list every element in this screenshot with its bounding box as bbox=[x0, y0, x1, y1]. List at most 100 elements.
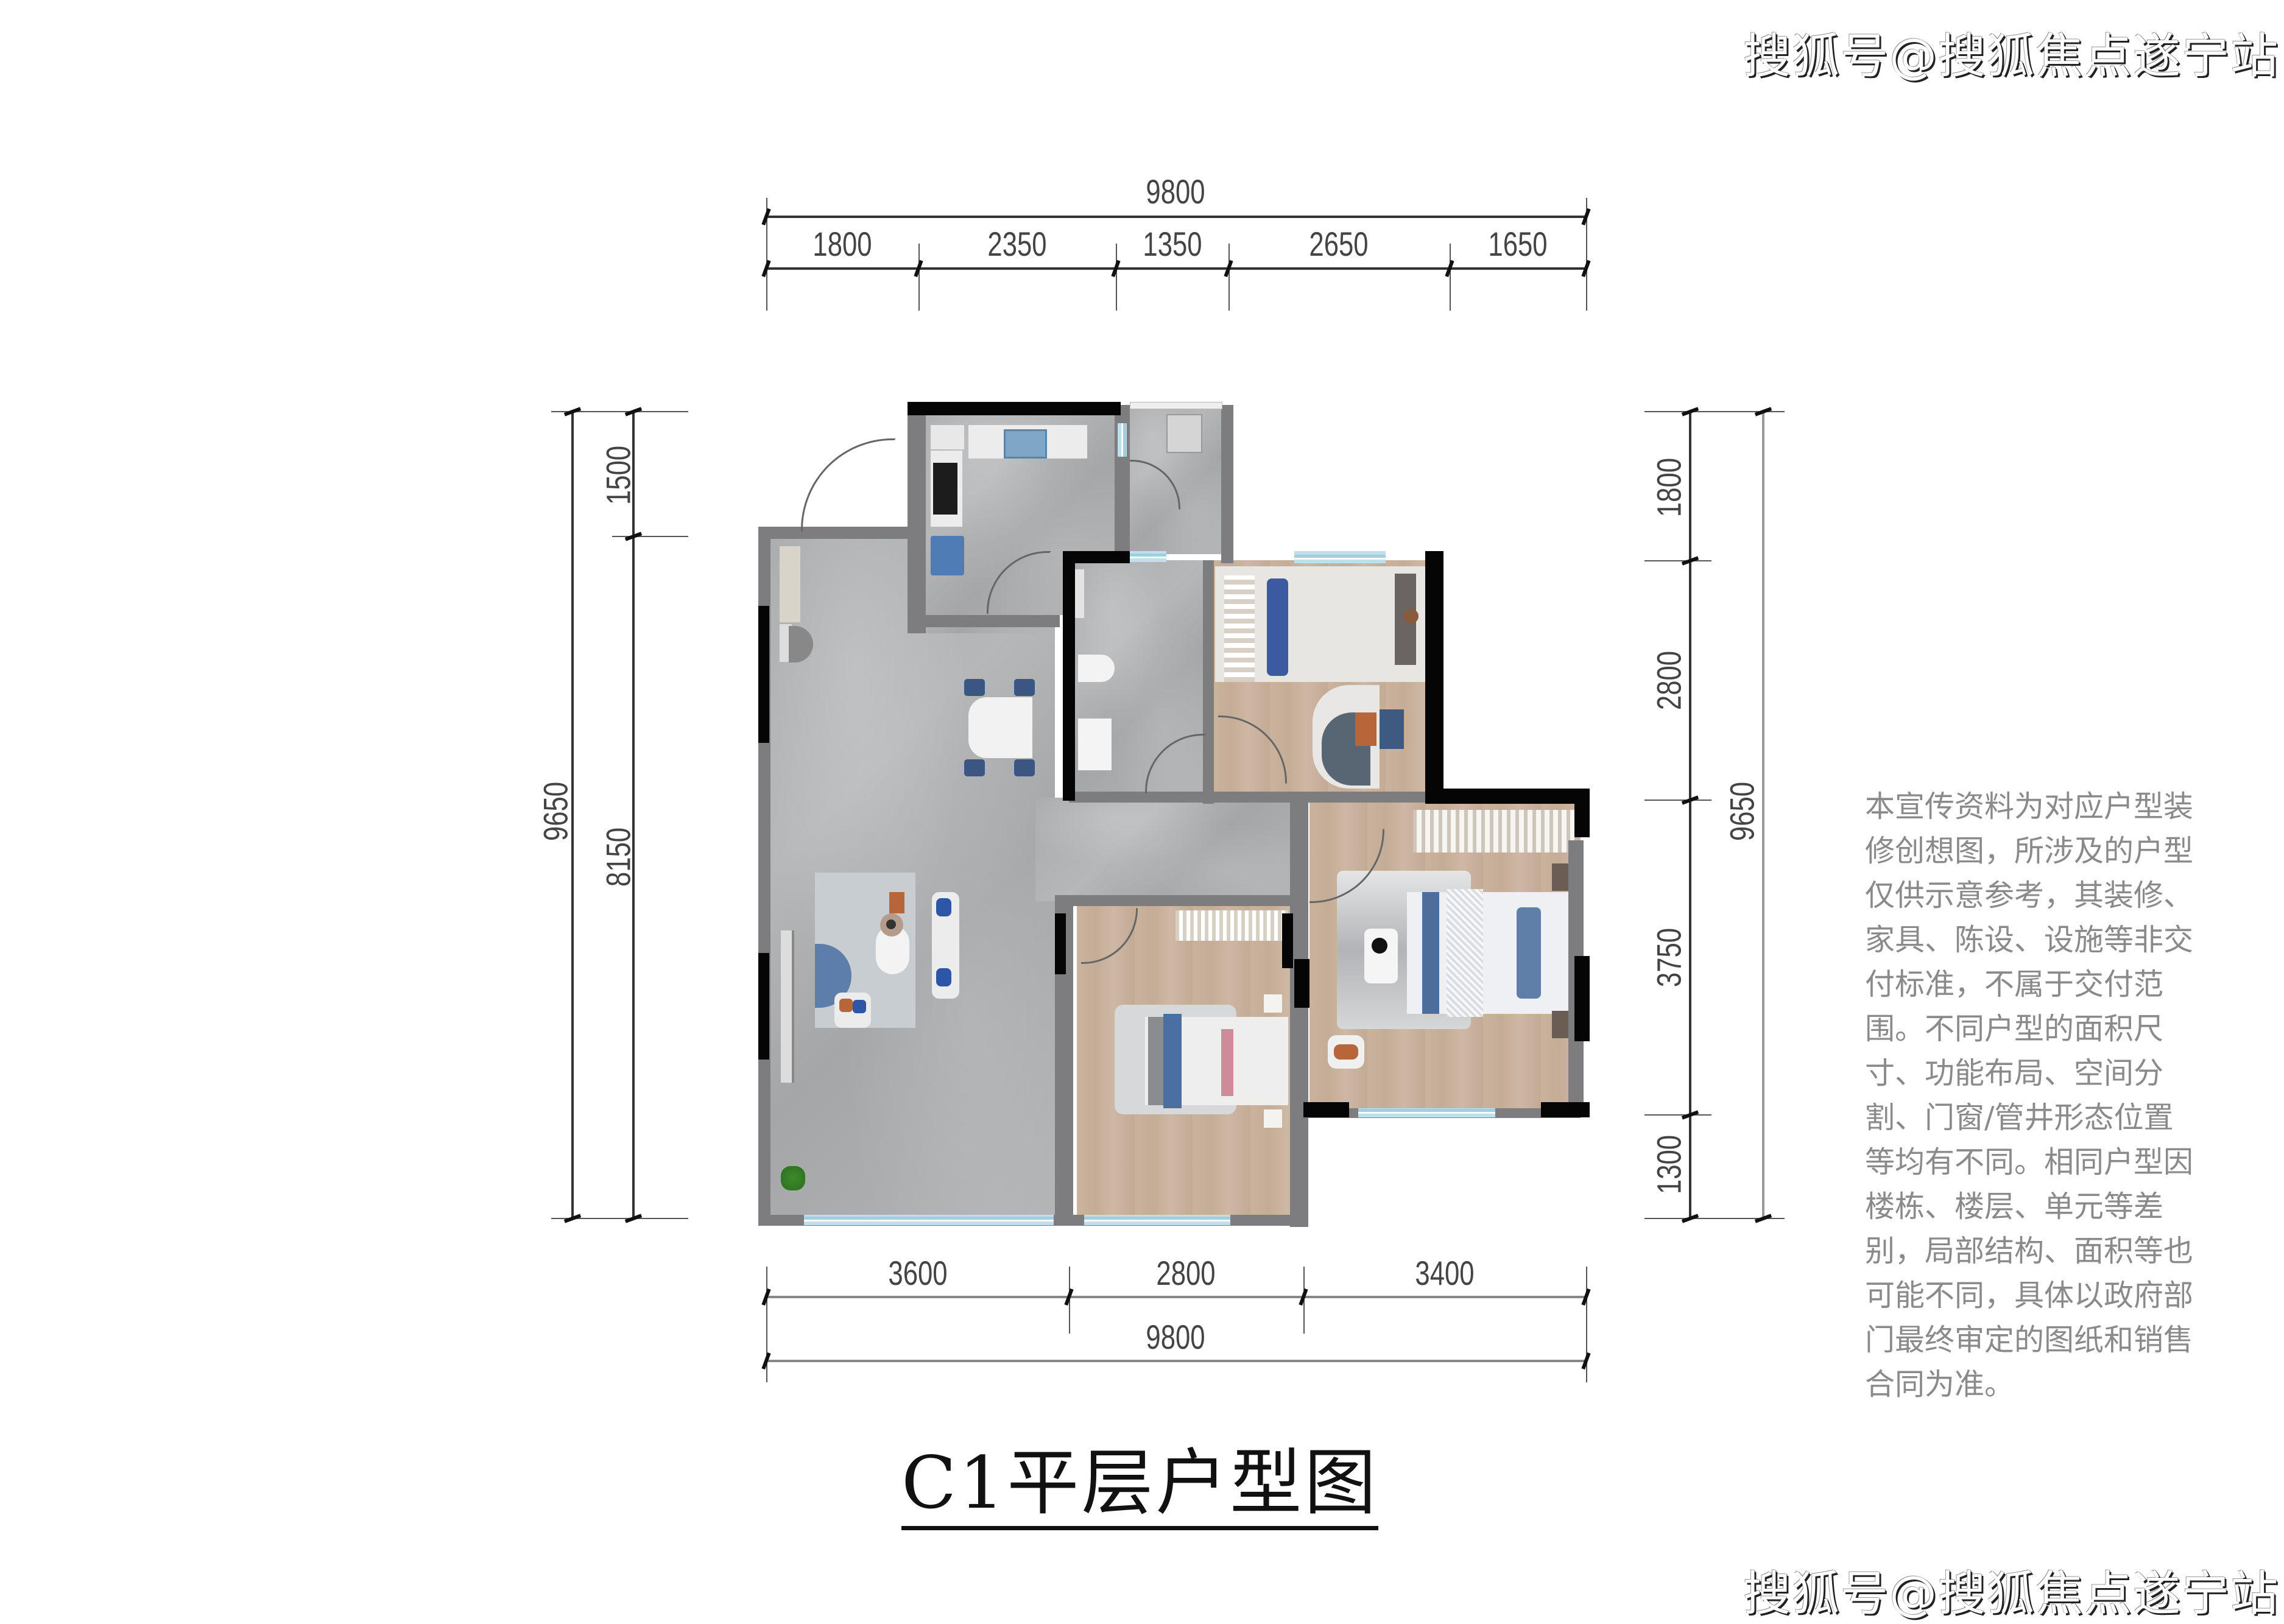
disclaimer-line: 割、门窗/管井形态位置 bbox=[1865, 1100, 2174, 1135]
dining-chair-4 bbox=[1014, 759, 1035, 776]
dining-chair-1 bbox=[964, 679, 985, 696]
dim-bottom-total: 9800 bbox=[1146, 1318, 1205, 1356]
disclaimer-line: 楼栋、楼层、单元等差 bbox=[1865, 1189, 2164, 1224]
wall-secondary-top bbox=[1072, 895, 1297, 906]
disclaimer-line: 围。不同户型的面积尺 bbox=[1865, 1011, 2164, 1046]
dim-right-total: 9650 bbox=[1722, 781, 1761, 842]
master-ottoman bbox=[1364, 929, 1398, 983]
disclaimer-line: 门最终审定的图纸和销售 bbox=[1865, 1323, 2194, 1357]
dim-right-seg-1: 1800 bbox=[1649, 457, 1688, 518]
wall-structural-master-right-lower bbox=[1574, 956, 1590, 1041]
wall-structural-secondary-right bbox=[1282, 913, 1293, 968]
master-tray bbox=[1372, 938, 1387, 954]
dim-left-seg-1: 1500 bbox=[599, 445, 638, 505]
wall-structural-left-lower bbox=[758, 953, 769, 1060]
plant bbox=[781, 1166, 805, 1190]
disclaimer-line: 家具、陈设、设施等非交 bbox=[1865, 923, 2194, 957]
dim-right-seg-4: 1300 bbox=[1649, 1134, 1688, 1195]
dim-bottom-seg-3: 3400 bbox=[1415, 1254, 1475, 1292]
window-kitchen-balcony bbox=[1118, 423, 1127, 457]
window-study-bedroom bbox=[1294, 551, 1386, 563]
dim-top-seg-4: 2650 bbox=[1309, 225, 1369, 263]
secondary-wardrobe bbox=[1175, 910, 1288, 941]
dim-bottom-seg-2: 2800 bbox=[1156, 1254, 1216, 1292]
wall-structural-bath-left bbox=[1063, 551, 1075, 801]
dim-left-seg-2: 8150 bbox=[599, 827, 638, 887]
wall-bath-bottom bbox=[1069, 792, 1443, 803]
secondary-bed-pillow bbox=[1221, 1029, 1233, 1096]
wall-entry-top bbox=[758, 527, 911, 539]
disclaimer-line: 别，局部结构、面积等也 bbox=[1865, 1234, 2194, 1268]
side-table-object bbox=[886, 919, 896, 929]
master-bed-runner bbox=[1422, 892, 1439, 1014]
wall-structural-master-bottom-left bbox=[1303, 1102, 1349, 1117]
dining-chair-2 bbox=[1014, 679, 1035, 696]
sofa-cushion-1 bbox=[936, 898, 951, 916]
kitchen-cooktop bbox=[933, 463, 957, 515]
master-bed-blanket bbox=[1447, 889, 1483, 1017]
dim-bottom-seg-1: 3600 bbox=[888, 1254, 948, 1292]
corridor-floor bbox=[1035, 798, 1303, 901]
dim-right-seg-2: 2800 bbox=[1649, 650, 1688, 711]
secondary-nightstand-2 bbox=[1264, 1109, 1282, 1128]
window-master-bedroom bbox=[1358, 1108, 1495, 1117]
study-desk-mat bbox=[1380, 709, 1404, 749]
wall-structural-left-upper bbox=[758, 606, 769, 743]
disclaimer-line: 仅供示意参考，其装修、 bbox=[1865, 878, 2194, 913]
study-wardrobe bbox=[1224, 575, 1255, 682]
master-wardrobe bbox=[1413, 810, 1574, 852]
wall-secondary-master bbox=[1290, 801, 1308, 1227]
wall-structural-master-bottom-right bbox=[1541, 1102, 1590, 1117]
dim-top-seg-5: 1650 bbox=[1488, 225, 1548, 263]
master-bed-pillows bbox=[1517, 907, 1541, 999]
disclaimer-line: 寸、功能布局、空间分 bbox=[1865, 1056, 2164, 1091]
disclaimer-line: 可能不同，具体以政府部 bbox=[1865, 1278, 2194, 1313]
wall-structural-master-left bbox=[1294, 959, 1309, 1008]
wall-kitchen-bottom bbox=[908, 615, 1060, 627]
study-bed-pillows bbox=[1267, 578, 1288, 676]
secondary-nightstand bbox=[1264, 994, 1282, 1013]
secondary-bed-blanket bbox=[1163, 1014, 1182, 1108]
dim-right-seg-3: 3750 bbox=[1649, 927, 1688, 988]
floor-plan-title: C1平层户型图 bbox=[901, 1443, 1379, 1530]
dim-left-total: 9650 bbox=[536, 781, 575, 842]
disclaimer-line: 等均有不同。相同户型因 bbox=[1865, 1145, 2194, 1179]
washing-machine bbox=[1166, 414, 1202, 453]
shoe-cabinet bbox=[780, 546, 800, 622]
wall-structural-bedroom-mid bbox=[1055, 913, 1066, 974]
wall-kitchen-left bbox=[908, 405, 926, 633]
master-lounge-cushion bbox=[1334, 1044, 1358, 1060]
armchair-cushion-2 bbox=[853, 1000, 866, 1013]
kitchen-cabinet bbox=[931, 425, 964, 449]
wall-structural-study-right bbox=[1425, 551, 1443, 801]
study-ornament bbox=[1404, 609, 1419, 624]
disclaimer-text: 本宣传资料为对应户型装 修创想图，所涉及的户型 仅供示意参考，其装修、 家具、陈… bbox=[1865, 784, 2230, 1407]
tv-cabinet bbox=[781, 930, 794, 1083]
toilet bbox=[1078, 655, 1115, 682]
disclaimer-line: 合同为准。 bbox=[1865, 1367, 2015, 1402]
disclaimer-line: 本宣传资料为对应户型装 bbox=[1865, 789, 2194, 824]
watermark-top: 搜狐号@搜狐焦点遂宁站 bbox=[1743, 29, 2280, 84]
bathroom-shelf bbox=[1072, 569, 1084, 618]
dim-top-total: 9800 bbox=[1146, 172, 1205, 211]
window-secondary-bedroom bbox=[1084, 1215, 1230, 1225]
living-accent-chair bbox=[889, 892, 904, 913]
bathroom-vanity bbox=[1078, 719, 1112, 770]
dining-chair-3 bbox=[964, 759, 985, 776]
wall-structural-master-right-upper bbox=[1574, 789, 1590, 837]
dim-top-seg-3: 1350 bbox=[1143, 225, 1202, 263]
dim-top-seg-2: 2350 bbox=[987, 225, 1047, 263]
kitchen-fridge bbox=[931, 536, 964, 575]
dining-table bbox=[968, 697, 1032, 758]
disclaimer-line: 付标准，不属于交付范 bbox=[1865, 967, 2164, 1002]
wall-structural-master-top bbox=[1425, 789, 1587, 804]
wall-structural-kitchen-top bbox=[908, 402, 1121, 415]
watermark-bottom: 搜狐号@搜狐焦点遂宁站 bbox=[1743, 1567, 2280, 1622]
study-chair bbox=[1355, 712, 1376, 746]
armchair-cushion-1 bbox=[839, 999, 853, 1012]
kitchen-sink bbox=[1004, 429, 1047, 459]
wall-structural-bath-top bbox=[1063, 551, 1130, 563]
disclaimer-line: 修创想图，所涉及的户型 bbox=[1865, 834, 2194, 868]
secondary-bed-throw bbox=[1148, 1017, 1163, 1105]
dim-top-seg-1: 1800 bbox=[812, 225, 872, 263]
